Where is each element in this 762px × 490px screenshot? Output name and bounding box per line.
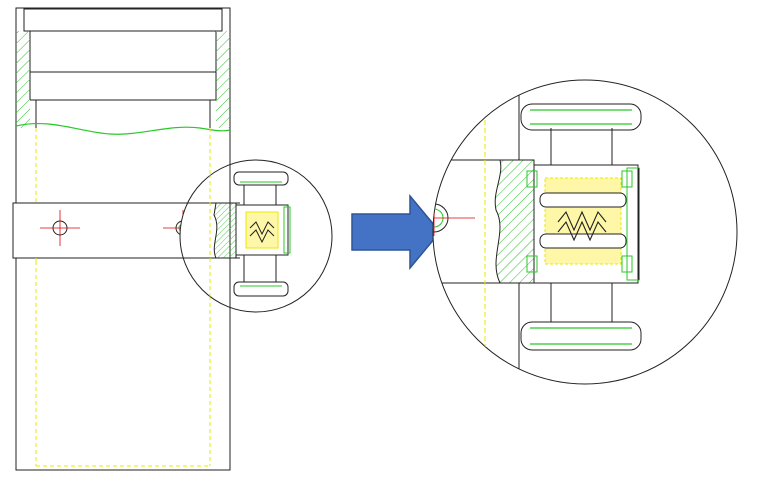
top-cap <box>23 8 223 32</box>
top-wheel <box>520 103 642 131</box>
detail-marker-circle <box>179 159 333 313</box>
spring <box>557 210 607 232</box>
hatch-left-wall <box>16 31 30 128</box>
hatched-block <box>494 159 535 284</box>
spring-area <box>544 177 622 265</box>
break-line <box>15 122 231 135</box>
hatch-right-wall <box>216 31 230 128</box>
spring-housing <box>533 164 639 284</box>
magnify-arrow <box>351 193 441 271</box>
bottom-wheel <box>520 321 642 351</box>
bore-hole-left <box>40 210 80 246</box>
detail-view-enlarged <box>432 79 738 385</box>
